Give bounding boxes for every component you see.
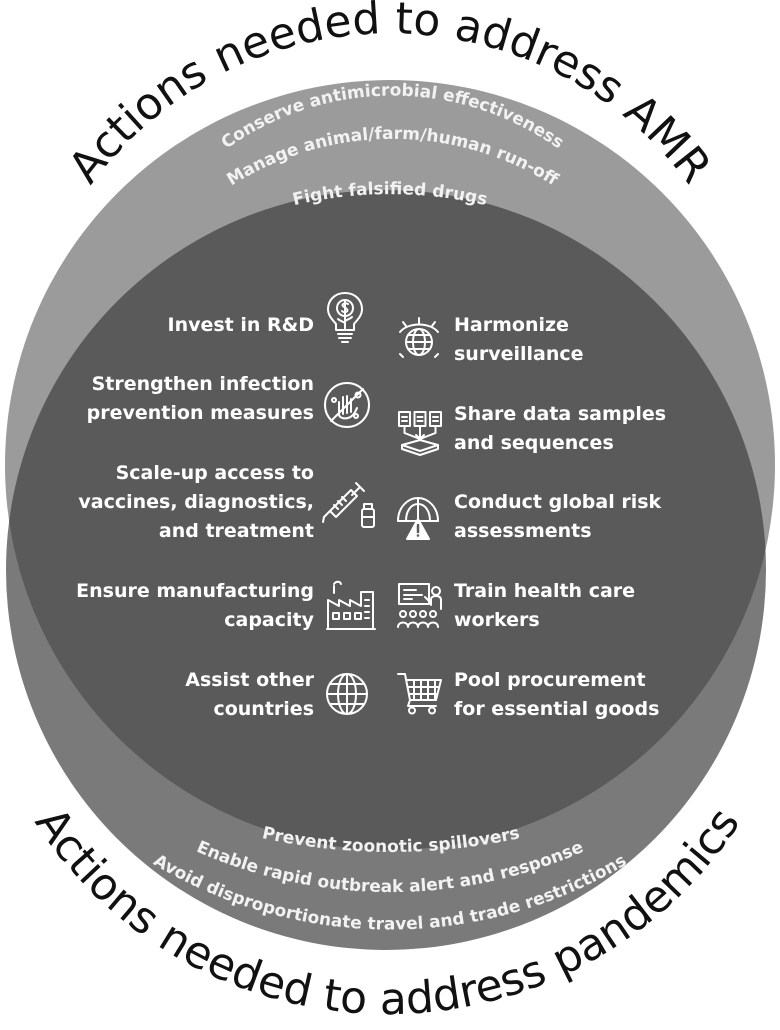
shopping-cart-icon bbox=[396, 670, 444, 716]
shared-item-surveillance: Harmonize surveillance bbox=[454, 314, 584, 365]
eye-globe-icon bbox=[396, 314, 442, 364]
shared-item-scale-up-access: Scale-up access to vaccines, diagnostics… bbox=[78, 462, 314, 542]
shared-item-manufacturing: Ensure manufacturing capacity bbox=[76, 580, 314, 631]
syringe-vial-icon bbox=[320, 477, 380, 533]
factory-icon bbox=[325, 578, 377, 632]
data-sharing-icon bbox=[396, 409, 444, 457]
globe-icon bbox=[324, 671, 370, 717]
shared-item-train-workers: Train health care workers bbox=[454, 580, 636, 631]
shared-item-risk-assessments: Conduct global risk assessments bbox=[454, 491, 662, 542]
risk-warning-icon bbox=[394, 493, 442, 541]
no-hand-germs-icon bbox=[322, 380, 372, 430]
training-icon bbox=[396, 581, 444, 631]
lightbulb-dollar-icon bbox=[323, 290, 367, 344]
shared-item-share-data: Share data samples and sequences bbox=[454, 403, 667, 454]
shared-item-pool-procurement: Pool procurement for essential goods bbox=[454, 669, 660, 720]
shared-item-assist-countries: Assist other countries bbox=[185, 669, 314, 720]
shared-item-infection-prevention: Strengthen infection prevention measures bbox=[86, 373, 314, 424]
overlap-region bbox=[6, 190, 766, 850]
shared-item-invest-rd: Invest in R&D bbox=[167, 314, 315, 336]
